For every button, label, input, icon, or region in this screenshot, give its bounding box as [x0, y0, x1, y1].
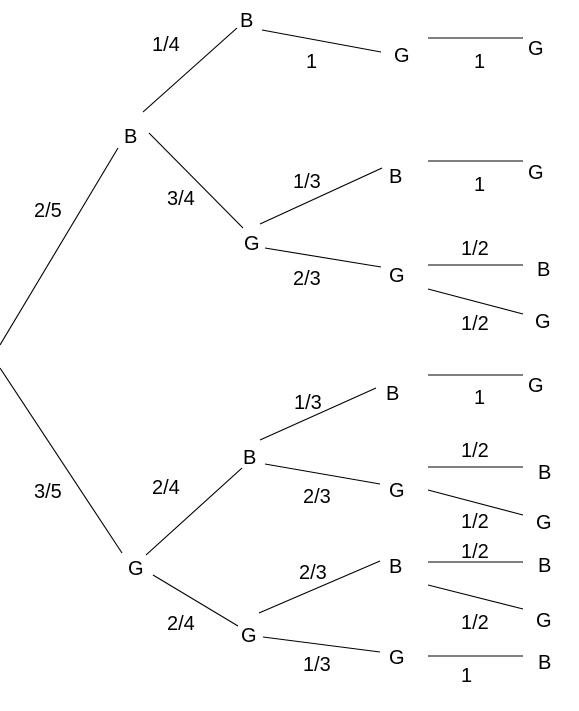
- branch-gb-to-g: [264, 463, 381, 485]
- edge-label: 2/4: [152, 477, 180, 499]
- node-g: G: [244, 233, 260, 255]
- branch-ggb-to-g: [427, 584, 524, 610]
- node-g: G: [528, 162, 544, 184]
- branch-gb-to-b: [259, 387, 377, 441]
- edge-label: 2/3: [299, 562, 327, 584]
- node-b: B: [538, 555, 551, 577]
- edge-label: 2/4: [167, 613, 195, 635]
- node-g: G: [389, 265, 405, 287]
- node-b: B: [124, 126, 137, 148]
- edge-label: 2/5: [34, 200, 62, 222]
- edge-label: 3/4: [167, 188, 195, 210]
- branch-g-to-b: [145, 467, 243, 556]
- edge-label: 1/2: [461, 612, 489, 634]
- edge-label: 1/2: [461, 440, 489, 462]
- node-b: B: [389, 556, 402, 578]
- node-b: B: [537, 259, 550, 281]
- node-g: G: [536, 610, 552, 632]
- edge-label: 1/2: [461, 313, 489, 335]
- node-b: B: [240, 10, 253, 32]
- edge-label: 1/2: [461, 511, 489, 533]
- edge-label: 1/3: [294, 392, 322, 414]
- node-b: B: [243, 447, 256, 469]
- node-g: G: [241, 625, 257, 647]
- branch-bgg-to-g: [427, 288, 524, 315]
- branch-gg-to-b: [258, 560, 381, 614]
- branch-b-to-g: [148, 132, 244, 229]
- branch-g-to-g: [152, 574, 239, 627]
- edge-label: 1: [474, 174, 485, 196]
- branch-root-to-b: [0, 147, 119, 346]
- node-g: G: [536, 512, 552, 534]
- branch-gg-to-g: [262, 636, 381, 653]
- edge-label: 1: [461, 665, 472, 687]
- branch-b-to-b: [142, 27, 238, 113]
- node-g: G: [528, 375, 544, 397]
- edge-label: 3/5: [34, 481, 62, 503]
- branch-bg-to-g: [264, 247, 382, 268]
- branch-root-to-g: [0, 367, 123, 554]
- node-g: G: [394, 45, 410, 67]
- node-b: B: [386, 383, 399, 405]
- branch-bb-to-g: [261, 29, 382, 53]
- node-b: B: [538, 462, 551, 484]
- edge-label: 2/3: [303, 486, 331, 508]
- edge-label: 1: [474, 387, 485, 409]
- edge-label: 1: [474, 51, 485, 73]
- node-g: G: [528, 38, 544, 60]
- edge-label: 2/3: [293, 268, 321, 290]
- edge-label: 1: [306, 51, 317, 73]
- node-g: G: [389, 480, 405, 502]
- node-b: B: [389, 166, 402, 188]
- edge-label: 1/4: [152, 34, 180, 56]
- edge-label: 1/3: [303, 654, 331, 676]
- node-g: G: [535, 311, 551, 333]
- edge-label: 1/2: [461, 238, 489, 260]
- node-b: B: [538, 652, 551, 674]
- edge-label: 1/3: [293, 171, 321, 193]
- branch-bg-to-b: [259, 167, 383, 225]
- branch-gbg-to-g: [427, 489, 524, 516]
- node-g: G: [128, 558, 144, 580]
- edge-label: 1/2: [461, 541, 489, 563]
- node-g: G: [389, 647, 405, 669]
